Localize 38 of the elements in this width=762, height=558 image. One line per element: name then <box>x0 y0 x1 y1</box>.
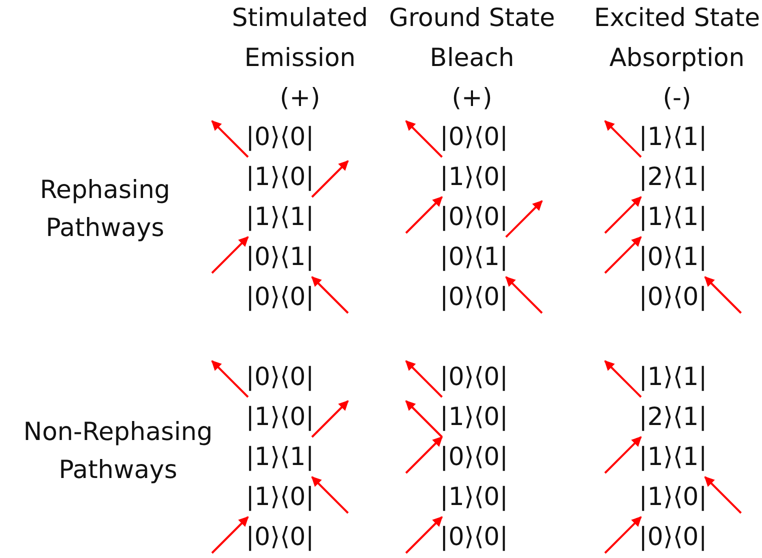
density-matrix-label: |0⟩⟨0| <box>638 281 708 313</box>
density-matrix-label: |1⟩⟨1| <box>246 201 314 233</box>
density-matrix-label: |1⟩⟨1| <box>246 441 314 473</box>
density-matrix-label: |2⟩⟨1| <box>638 161 708 193</box>
density-matrix-label: |0⟩⟨0| <box>440 441 508 473</box>
density-matrix-label: |0⟩⟨0| <box>440 121 508 153</box>
density-matrix-label: |0⟩⟨0| <box>246 521 314 553</box>
density-matrix-label: |0⟩⟨0| <box>440 361 508 393</box>
density-matrix-label: |1⟩⟨0| <box>638 481 708 513</box>
sign-label: (-) <box>662 82 692 114</box>
column-heading: Stimulated Emission <box>230 2 370 74</box>
row-heading: Non-Rephasing Pathways <box>22 416 214 486</box>
density-matrix-label: |1⟩⟨1| <box>638 441 708 473</box>
sign-label: (+) <box>450 82 494 114</box>
density-matrix-label: |0⟩⟨1| <box>440 241 508 273</box>
density-matrix-label: |1⟩⟨0| <box>440 161 508 193</box>
density-matrix-label: |0⟩⟨1| <box>246 241 314 273</box>
column-heading: Excited State Absorption <box>592 2 761 74</box>
density-matrix-label: |1⟩⟨1| <box>638 121 708 153</box>
density-matrix-label: |0⟩⟨0| <box>440 201 508 233</box>
density-matrix-label: |0⟩⟨1| <box>638 241 708 273</box>
density-matrix-label: |0⟩⟨0| <box>440 281 508 313</box>
density-matrix-label: |0⟩⟨0| <box>246 281 314 313</box>
density-matrix-label: |1⟩⟨0| <box>246 161 314 193</box>
density-matrix-label: |0⟩⟨0| <box>638 521 708 553</box>
density-matrix-label: |1⟩⟨0| <box>246 481 314 513</box>
density-matrix-label: |2⟩⟨1| <box>638 401 708 433</box>
density-matrix-label: |1⟩⟨1| <box>638 361 708 393</box>
density-matrix-label: |0⟩⟨0| <box>246 361 314 393</box>
density-matrix-label: |1⟩⟨1| <box>638 201 708 233</box>
density-matrix-label: |1⟩⟨0| <box>440 401 508 433</box>
density-matrix-label: |0⟩⟨0| <box>246 121 314 153</box>
column-heading: Ground State Bleach <box>388 2 556 74</box>
density-matrix-label: |0⟩⟨0| <box>440 521 508 553</box>
density-matrix-label: |1⟩⟨0| <box>440 481 508 513</box>
row-heading: Rephasing Pathways <box>38 174 172 244</box>
density-matrix-label: |1⟩⟨0| <box>246 401 314 433</box>
sign-label: (+) <box>278 82 322 114</box>
